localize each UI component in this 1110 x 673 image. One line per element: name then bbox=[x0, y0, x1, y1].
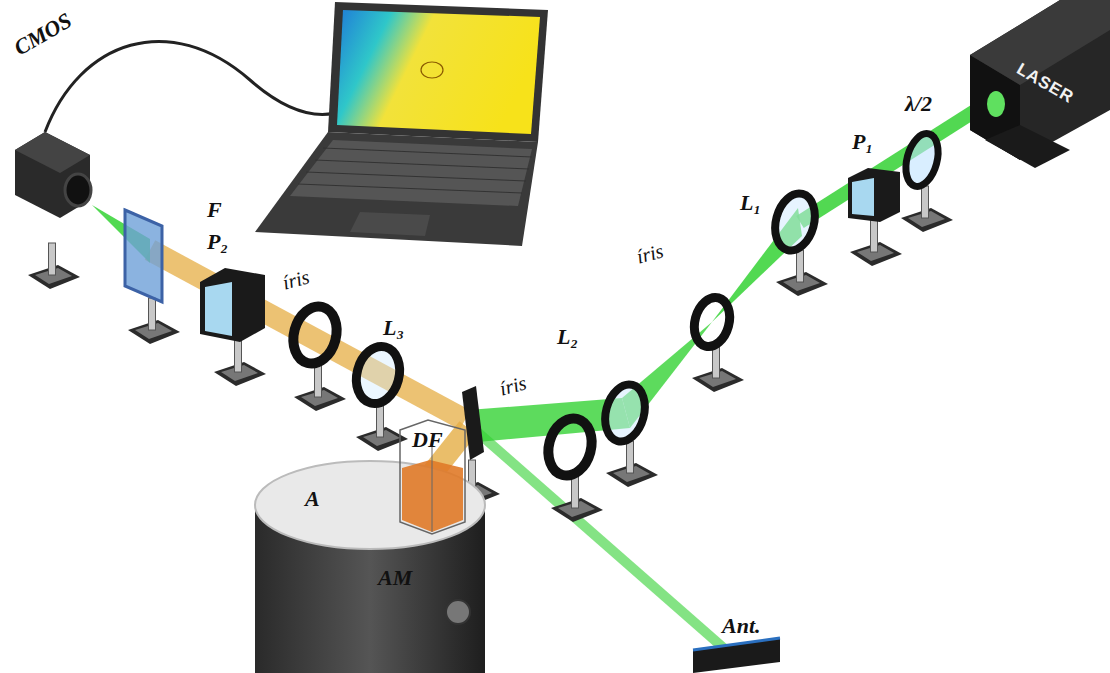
component-label: DF bbox=[412, 428, 443, 452]
screen-label: Ant. bbox=[722, 614, 761, 638]
component-label: F bbox=[207, 198, 222, 222]
iris-label: íris bbox=[280, 265, 311, 293]
component-label: P₂ bbox=[207, 230, 228, 254]
component-label: L₁ bbox=[740, 191, 761, 215]
component-label: λ/2 bbox=[905, 92, 932, 116]
sample-label: A bbox=[305, 487, 320, 511]
iris-label: íris bbox=[497, 371, 528, 399]
iris-label: íris bbox=[634, 239, 665, 267]
camera-label: CMOS bbox=[10, 8, 76, 60]
component-label: P₁ bbox=[852, 130, 873, 154]
stirrer-label: AM bbox=[378, 566, 412, 590]
component-label: L₃ bbox=[383, 316, 404, 340]
component-label: L₂ bbox=[557, 325, 578, 349]
